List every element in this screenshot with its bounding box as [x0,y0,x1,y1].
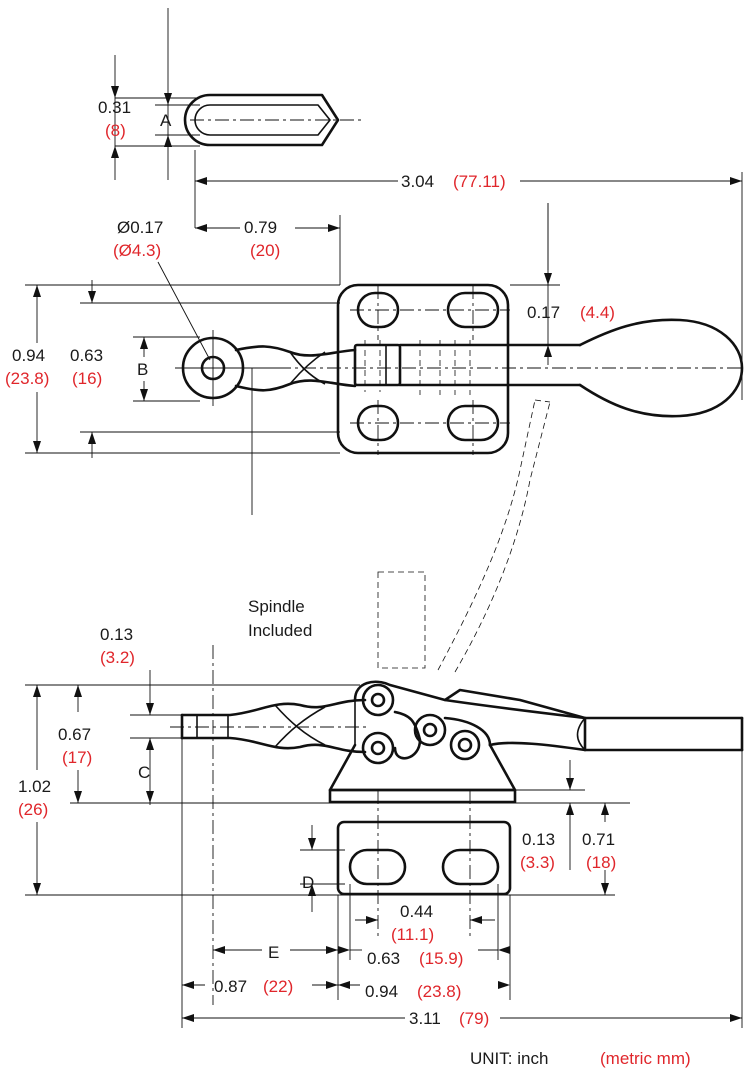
dim-067: 0.67 [58,725,91,744]
slot-detail [111,8,365,180]
dim-031-metric: (8) [105,121,126,140]
dim-071-metric: (18) [586,853,616,872]
ref-D: D [302,873,314,892]
hole-dia-metric: (Ø4.3) [113,241,161,260]
dim-094-top-metric: (23.8) [5,369,49,388]
dim-071: 0.71 [582,830,615,849]
dim-013-side-metric: (3.3) [520,853,555,872]
dim-013-top-metric: (3.2) [100,648,135,667]
dim-063-top: 0.63 [70,346,103,365]
spindle-label-2: Included [248,621,312,640]
dim-067-metric: (17) [62,748,92,767]
dim-031: 0.31 [98,98,131,117]
unit-metric-label: (metric mm) [600,1049,691,1068]
dim-013-top: 0.13 [100,625,133,644]
ref-C: C [138,763,150,782]
dim-017: 0.17 [527,303,560,322]
dim-013-side: 0.13 [522,830,555,849]
dim-102: 1.02 [18,777,51,796]
ref-B: B [137,360,148,379]
ref-A: A [160,111,172,130]
unit-label: UNIT: inch [470,1049,548,1068]
dim-094-bottom: 0.94 [365,982,398,1001]
dim-079-metric: (20) [250,241,280,260]
dim-087-metric: (22) [263,977,293,996]
hole-dia: Ø0.17 [117,218,163,237]
dim-044: 0.44 [400,902,433,921]
dim-079: 0.79 [244,218,277,237]
dim-063-bottom: 0.63 [367,949,400,968]
dim-087: 0.87 [214,977,247,996]
dim-304: 3.04 [401,172,434,191]
dim-311-metric: (79) [459,1009,489,1028]
dim-063-bottom-metric: (15.9) [419,949,463,968]
top-view [25,203,744,515]
ref-E: E [268,943,279,962]
dim-094-top: 0.94 [12,346,45,365]
side-view [25,399,744,1028]
dim-311: 3.11 [409,1009,441,1028]
dim-063-top-metric: (16) [72,369,102,388]
dim-102-metric: (26) [18,800,48,819]
dim-017-metric: (4.4) [580,303,615,322]
dim-304-metric: (77.11) [453,172,506,191]
dim-044-metric: (11.1) [391,925,434,944]
spindle-label-1: Spindle [248,597,305,616]
dim-094-bottom-metric: (23.8) [417,982,461,1001]
